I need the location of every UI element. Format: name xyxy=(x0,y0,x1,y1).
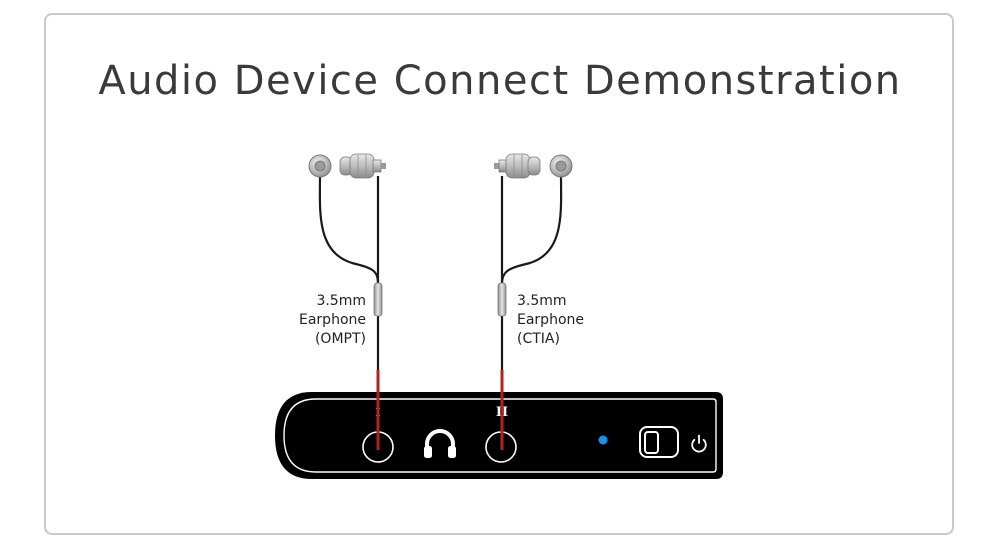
label-line: (CTIA) xyxy=(517,331,560,347)
label-line: Earphone xyxy=(299,312,366,328)
label-line: 3.5mm xyxy=(316,293,366,309)
power-icon xyxy=(691,434,707,453)
headphones-icon xyxy=(424,429,456,458)
label-line: Earphone xyxy=(517,312,584,328)
earphone-label-ompt: 3.5mm Earphone (OMPT) xyxy=(262,292,366,349)
audio-device: I II xyxy=(275,392,723,479)
page-title: Audio Device Connect Demonstration xyxy=(98,58,902,104)
indicator-led xyxy=(598,435,608,445)
label-line: (OMPT) xyxy=(314,331,366,347)
earphone-label-ctia: 3.5mm Earphone (CTIA) xyxy=(517,292,627,349)
earphone-right xyxy=(494,153,573,450)
label-line: 3.5mm xyxy=(517,293,567,309)
earbud-left-side xyxy=(339,153,386,179)
earbud-right-side xyxy=(494,153,541,179)
power-toggle-switch[interactable] xyxy=(639,426,679,458)
